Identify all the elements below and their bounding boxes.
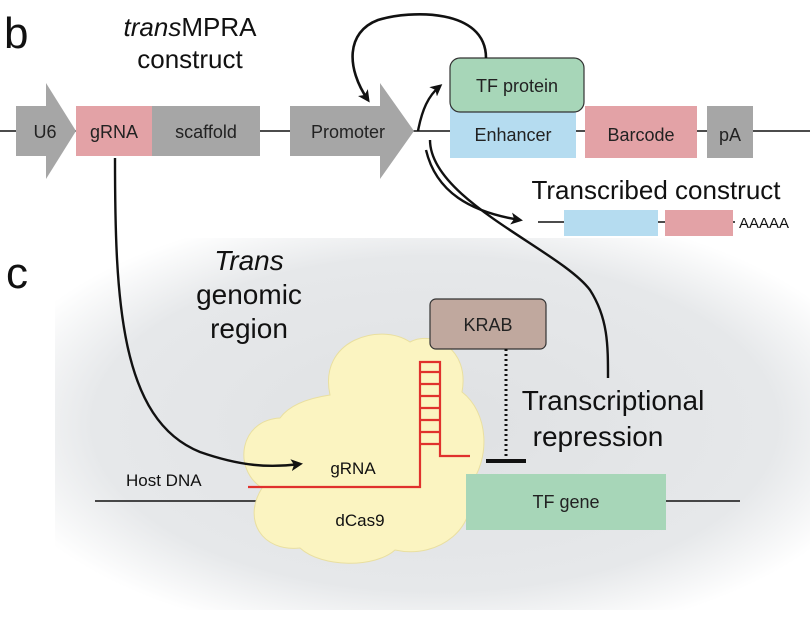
grna-targeting-arrow: [113, 157, 303, 472]
krab-label: KRAB: [463, 315, 512, 335]
tf-gene-label: TF gene: [532, 492, 599, 512]
dcas9-label: dCas9: [335, 511, 384, 530]
grna-hairpin: [248, 360, 470, 489]
barcode-block: [585, 106, 697, 158]
tf-gene-box: [466, 474, 666, 530]
promoter-label: Promoter: [311, 122, 385, 142]
construct-title-line2: construct: [137, 44, 243, 74]
tf-to-promoter-arrow: [351, 13, 488, 103]
host-dna-label: Host DNA: [126, 471, 202, 490]
enhancer-label: Enhancer: [474, 125, 551, 145]
scaffold-label: scaffold: [175, 122, 237, 142]
expression-arrow: [416, 84, 443, 132]
repression-label-line2: repression: [533, 421, 664, 452]
barcode-label: Barcode: [607, 125, 674, 145]
tf-protein-box: [449, 57, 585, 113]
transcription-arrow: [424, 149, 523, 225]
region-label-line3: region: [210, 313, 288, 344]
enhancer-block: [450, 106, 576, 158]
transcribed-construct-label: Transcribed construct: [531, 175, 781, 205]
grna-complex-label: gRNA: [330, 459, 376, 478]
construct-title-rest: MPRA: [181, 12, 257, 42]
transcript-enhancer: [564, 210, 658, 236]
panel-c-letter: c: [6, 249, 28, 298]
pa-block: [707, 106, 753, 158]
repression-label-line1: Transcriptional: [522, 385, 705, 416]
grna-block-label: gRNA: [90, 122, 138, 142]
region-label-line2: genomic: [196, 279, 302, 310]
pa-label: pA: [719, 125, 741, 145]
promoter-arrow: [290, 83, 414, 179]
transcript-barcode: [665, 210, 733, 236]
repression-path: [428, 139, 610, 379]
construct-title: transMPRA: [124, 12, 258, 42]
u6-label: U6: [33, 122, 56, 142]
scaffold-block: [152, 106, 260, 156]
u6-arrow: [16, 83, 76, 179]
region-label-line1: Trans: [214, 245, 284, 276]
polya-tail: AAAAA: [739, 215, 789, 232]
krab-box: [429, 298, 547, 350]
dcas9-shape: [243, 333, 485, 564]
construct-title-italic: trans: [124, 12, 182, 42]
tf-protein-label: TF protein: [476, 76, 558, 96]
panel-b-letter: b: [4, 9, 28, 58]
grna-block: [76, 106, 152, 156]
